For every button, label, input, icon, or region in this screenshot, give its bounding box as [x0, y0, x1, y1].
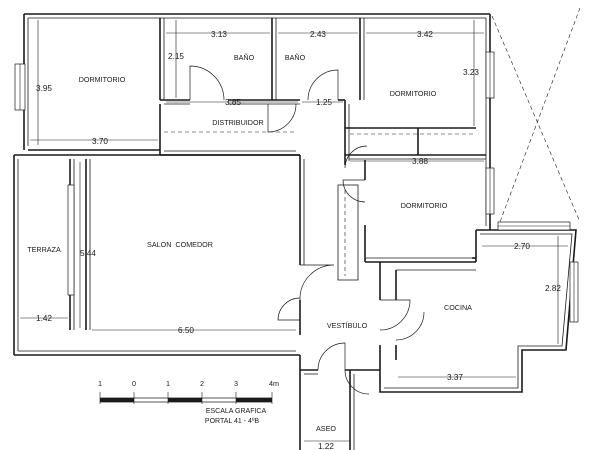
- label-distribuidor: DISTRIBUIDOR: [212, 118, 264, 127]
- label-cocina: COCINA: [444, 303, 472, 312]
- dim-corridor-a: 3.85: [225, 98, 241, 107]
- dim-bano-1-height: 2.15: [168, 52, 184, 61]
- scale-label-0: 1: [98, 379, 102, 388]
- dim-cocina-width-top: 2.70: [514, 242, 530, 251]
- scale-label-4: 3: [234, 379, 238, 388]
- dim-cocina-width-bottom: 3.37: [447, 373, 463, 382]
- label-dormitorio-nw: DORMITORIO: [79, 75, 126, 84]
- room-labels: DORMITORIO BAÑO BAÑO DORMITORIO DISTRIBU…: [27, 53, 472, 433]
- label-bano-1: BAÑO: [234, 53, 255, 62]
- dim-dormitorio-nw-width: 3.70: [92, 137, 108, 146]
- dim-dormitorio-e-width: 3.88: [412, 157, 428, 166]
- label-bano-2: BAÑO: [285, 53, 306, 62]
- dim-bano-2-width: 2.43: [310, 30, 326, 39]
- dimension-lines: [20, 20, 568, 442]
- label-dormitorio-e: DORMITORIO: [401, 201, 448, 210]
- terrace-projection: [491, 7, 581, 223]
- doors: [189, 65, 425, 395]
- dim-corridor-b: 1.25: [316, 98, 332, 107]
- dim-bano-1-width: 3.13: [211, 30, 227, 39]
- graphic-scale: 1 0 1 2 3 4m ESCALA GRAFICA PORTAL 41 - …: [98, 379, 279, 425]
- dim-dormitorio-nw-height: 3.95: [36, 84, 52, 93]
- dim-dormitorio-ne-height: 3.23: [463, 68, 479, 77]
- dim-aseo-width: 1.22: [318, 442, 334, 450]
- dim-salon-width: 6.50: [178, 326, 194, 335]
- scale-label-5: 4m: [269, 379, 279, 388]
- label-terraza: TERRAZA: [27, 245, 61, 254]
- dim-terraza-width: 1.42: [36, 314, 52, 323]
- dim-salon-height: 5.44: [80, 249, 96, 258]
- dim-dormitorio-ne-width: 3.42: [417, 30, 433, 39]
- dim-cocina-height: 2.82: [545, 284, 561, 293]
- windows: [14, 51, 579, 323]
- scale-title: ESCALA GRAFICA: [206, 408, 267, 415]
- scale-subtitle: PORTAL 41 - 4ºB: [205, 418, 260, 425]
- scale-label-2: 1: [166, 379, 170, 388]
- inner-walls: [28, 18, 486, 375]
- label-aseo: ASEO: [316, 424, 336, 433]
- dimension-labels: 3.95 3.70 3.13 2.15 2.43 3.85 1.25 3.42 …: [36, 30, 561, 450]
- label-salon-comedor: SALON COMEDOR: [147, 240, 213, 249]
- scale-label-1: 0: [132, 379, 136, 388]
- label-vestibulo: VESTÍBULO: [327, 321, 368, 330]
- scale-label-3: 2: [200, 379, 204, 388]
- label-dormitorio-ne: DORMITORIO: [390, 89, 437, 98]
